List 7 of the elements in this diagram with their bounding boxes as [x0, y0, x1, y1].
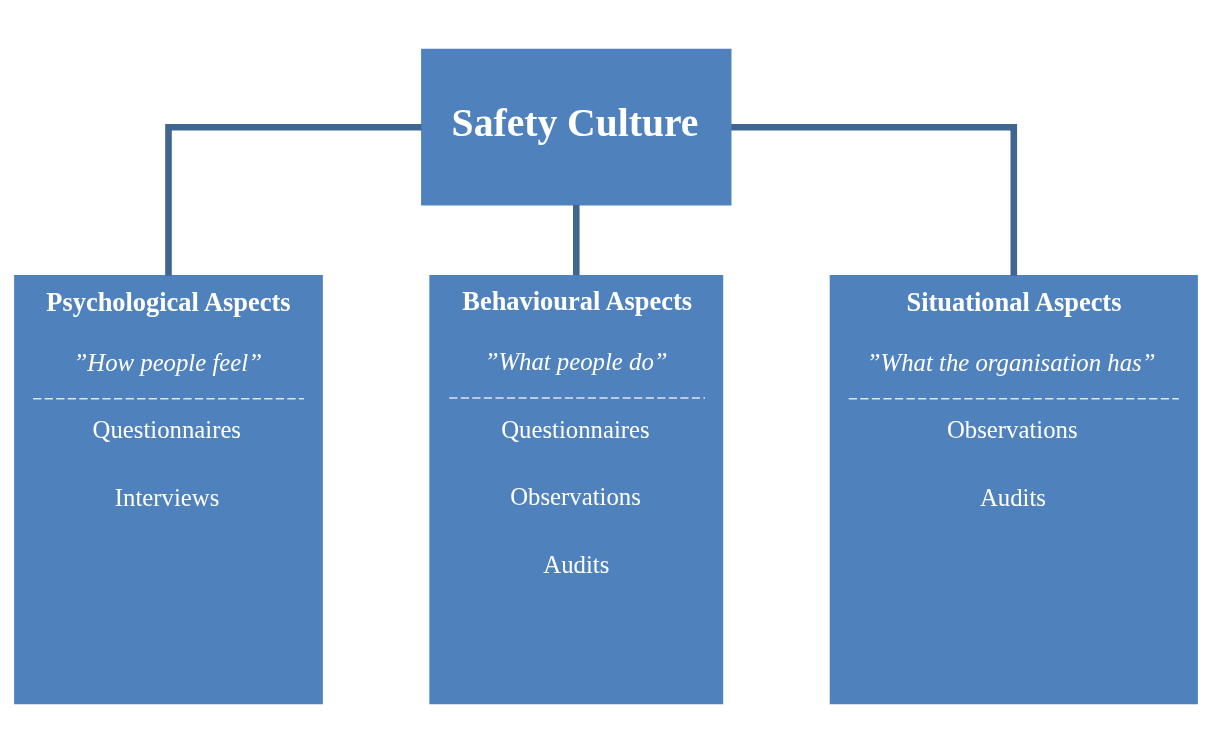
connector — [165, 123, 422, 276]
node-box: Behavioural Aspects ”What people do” Questionnaires Observations Audits — [429, 274, 724, 704]
node-box: Situational Aspects ”What the organisation has” Observations Audits — [829, 274, 1198, 704]
node-box: Safety Culture — [421, 48, 732, 206]
connector — [731, 123, 1018, 276]
node-box: Psychological Aspects ”How people feel” Questionnaires Interviews — [14, 274, 323, 704]
connector — [573, 204, 580, 275]
